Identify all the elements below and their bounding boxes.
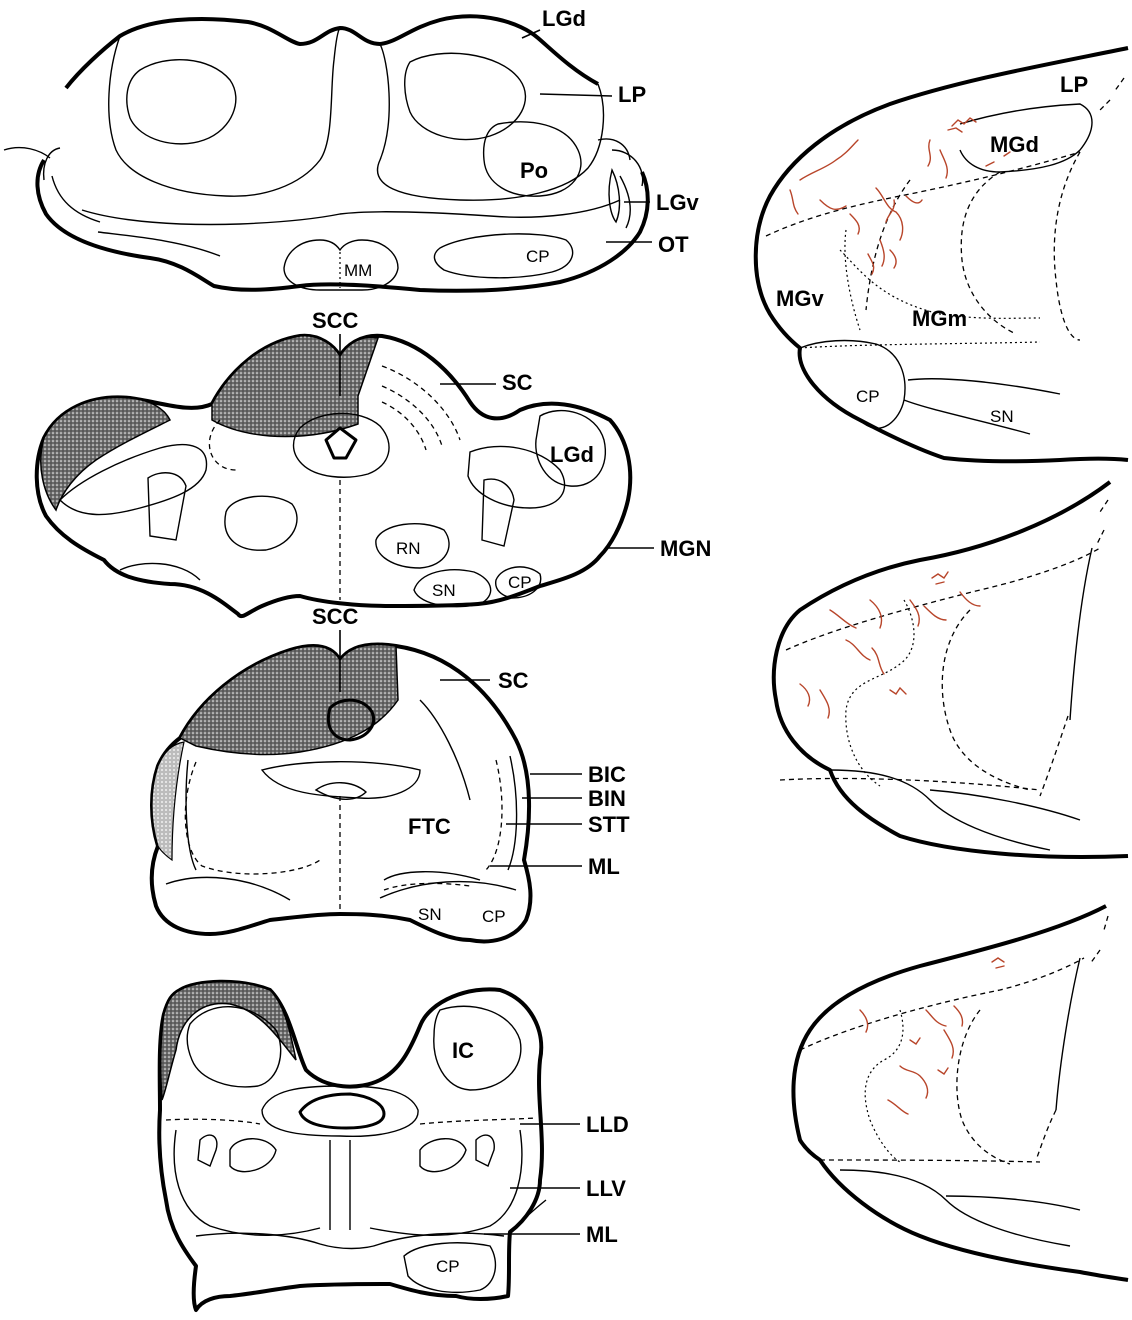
label-sc-p3: SC bbox=[498, 668, 529, 693]
detail1-outline bbox=[756, 48, 1128, 461]
detail-mgn-1: LP MGd MGv MGm CP SN bbox=[756, 48, 1128, 461]
label-cp-p4: CP bbox=[436, 1257, 460, 1276]
fiber-tracing-3 bbox=[860, 958, 1004, 1114]
label-mgm: MGm bbox=[912, 306, 967, 331]
label-cp-d1: CP bbox=[856, 387, 880, 406]
label-lp-d1: LP bbox=[1060, 72, 1088, 97]
label-ftc: FTC bbox=[408, 814, 451, 839]
label-llv: LLV bbox=[586, 1176, 626, 1201]
label-lld: LLD bbox=[586, 1112, 629, 1137]
label-lgd-p1: LGd bbox=[542, 6, 586, 31]
scc-shading-upper bbox=[212, 336, 378, 437]
detail-mgn-3 bbox=[793, 906, 1128, 1280]
label-mm: MM bbox=[344, 261, 372, 280]
thalamus-outline bbox=[37, 16, 647, 290]
section-colliculus-caudal: SCC SC BIC BIN FTC STT ML SN CP bbox=[152, 604, 630, 941]
section-thalamus: LGd LP Po LGv OT CP MM bbox=[4, 6, 700, 291]
label-po: Po bbox=[520, 158, 548, 183]
label-mgn: MGN bbox=[660, 536, 711, 561]
label-sn-p2: SN bbox=[432, 581, 456, 600]
section-colliculus-rostral: SCC SC LGd MGN RN SN CP bbox=[37, 308, 712, 616]
label-cp-p2: CP bbox=[508, 573, 532, 592]
label-ot: OT bbox=[658, 232, 689, 257]
label-scc-p2: SCC bbox=[312, 308, 359, 333]
label-rn: RN bbox=[396, 539, 421, 558]
label-scc-p3: SCC bbox=[312, 604, 359, 629]
label-bin: BIN bbox=[588, 786, 626, 811]
detail2-outline bbox=[774, 482, 1128, 857]
label-cp-p1: CP bbox=[526, 247, 550, 266]
detail-mgn-2 bbox=[774, 482, 1128, 857]
detail3-outline bbox=[793, 906, 1128, 1280]
section-inferior-colliculus: IC LLD LLV ML CP bbox=[159, 982, 629, 1310]
label-bic: BIC bbox=[588, 762, 626, 787]
label-cp-p3: CP bbox=[482, 907, 506, 926]
label-sc-p2: SC bbox=[502, 370, 533, 395]
label-stt: STT bbox=[588, 812, 630, 837]
label-lp-p1: LP bbox=[618, 82, 646, 107]
label-mgd: MGd bbox=[990, 132, 1039, 157]
label-ml-p3: ML bbox=[588, 854, 620, 879]
label-lgd-p2: LGd bbox=[550, 442, 594, 467]
label-sn-d1: SN bbox=[990, 407, 1014, 426]
label-lgv: LGv bbox=[656, 190, 700, 215]
label-ic: IC bbox=[452, 1038, 474, 1063]
label-ml-p4: ML bbox=[586, 1222, 618, 1247]
label-sn-p3: SN bbox=[418, 905, 442, 924]
label-mgv: MGv bbox=[776, 286, 824, 311]
